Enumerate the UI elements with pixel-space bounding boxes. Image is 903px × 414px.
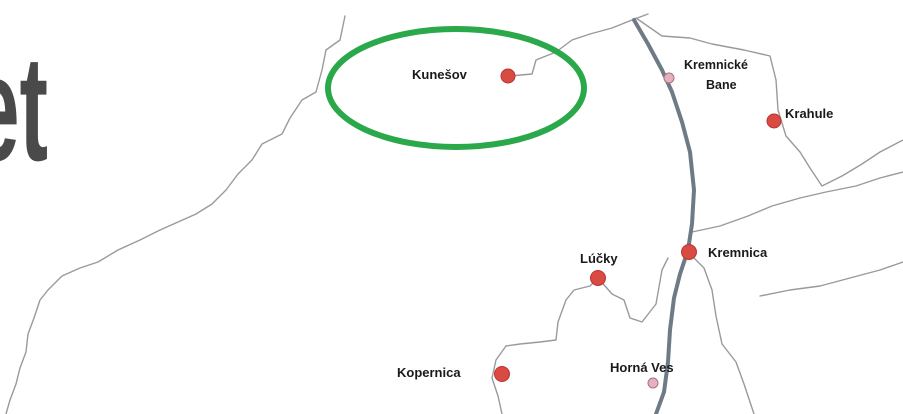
kremnicke-bane-label-line1: Kremnické xyxy=(684,58,748,72)
kremnicke-bane-label-line2: Bane xyxy=(706,78,737,92)
kunesov-marker[interactable] xyxy=(500,68,516,84)
lucky-label: Lúčky xyxy=(580,251,618,266)
place-labels: Kunešov Kremnické Bane Krahule Kremnica … xyxy=(397,58,833,380)
boundary-southeast xyxy=(689,253,755,414)
kopernica-label: Kopernica xyxy=(397,365,461,380)
kopernica-marker[interactable] xyxy=(494,366,510,382)
place-markers xyxy=(494,68,782,389)
boundary-kunesov xyxy=(509,13,649,77)
kremnica-label: Kremnica xyxy=(708,245,768,260)
boundary-east xyxy=(691,171,903,233)
boundary-lucky-east xyxy=(597,257,669,323)
horna-ves-marker[interactable] xyxy=(647,377,659,389)
boundary-west xyxy=(5,15,346,414)
boundary-northeast xyxy=(635,17,903,187)
kremnica-marker[interactable] xyxy=(681,244,697,260)
boundary-lucky-loop xyxy=(491,277,599,414)
kremnicke-bane-marker[interactable] xyxy=(663,72,675,84)
krahule-label: Krahule xyxy=(785,106,833,121)
krahule-marker[interactable] xyxy=(766,113,782,129)
boundary-lines xyxy=(5,13,903,414)
horna-ves-label: Horná Ves xyxy=(610,360,674,375)
clipped-title-fragment: et xyxy=(0,24,48,192)
lucky-marker[interactable] xyxy=(590,270,606,286)
kunesov-highlight-ellipse xyxy=(325,26,587,150)
boundary-southeast-2 xyxy=(759,261,903,297)
kunesov-label: Kunešov xyxy=(412,67,468,82)
